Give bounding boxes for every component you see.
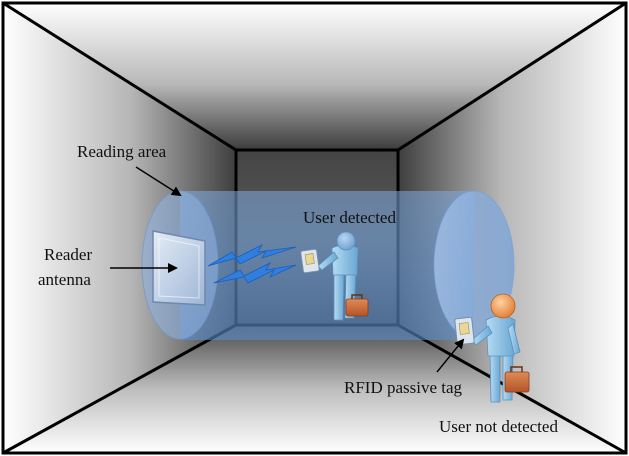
label-reading-area: Reading area: [77, 142, 167, 161]
left-wall: [3, 3, 236, 453]
reader-antenna-icon: [152, 230, 206, 306]
signal-wave-icon: [207, 244, 297, 284]
briefcase-icon: [504, 366, 530, 393]
person-icon-not-detected: [454, 293, 530, 403]
labels: Reading area Reader antenna User detecte…: [38, 142, 558, 436]
label-rfid-tag: RFID passive tag: [344, 378, 463, 397]
briefcase-icon: [345, 294, 369, 317]
arrow-reading-area: [135, 166, 182, 197]
arrows: [110, 166, 465, 373]
floor: [3, 325, 626, 453]
label-reader: Reader: [44, 245, 92, 264]
person-icon-detected: [300, 231, 369, 321]
label-user-not-detected: User not detected: [439, 417, 558, 436]
rfid-tag-icon: [454, 316, 475, 346]
ceiling: [3, 3, 626, 150]
label-antenna: antenna: [38, 270, 91, 289]
arrow-rfid-tag: [436, 338, 465, 373]
label-user-detected: User detected: [303, 208, 396, 227]
rfid-tag-icon: [300, 248, 320, 274]
